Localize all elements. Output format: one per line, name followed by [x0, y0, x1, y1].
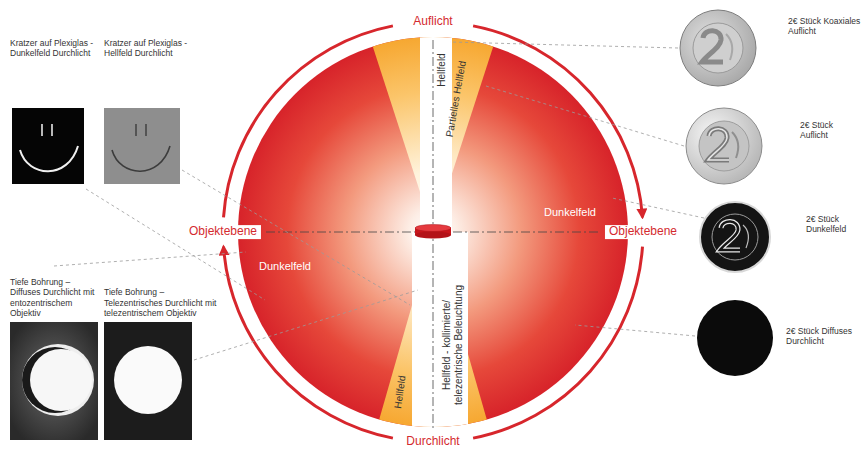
scratch-eye [51, 124, 53, 136]
bore-light [114, 346, 182, 414]
coin-ring [700, 202, 770, 272]
photo-ground [12, 108, 84, 184]
image-panel: 2€ Stück Koaxiales Auflicht [678, 8, 864, 88]
image-panel: 2€ Stück Dunkelfeld [698, 200, 864, 274]
scratch-brightfield-image [104, 108, 180, 184]
object-sample [415, 225, 451, 239]
ring-arc [473, 247, 642, 438]
coin-silhouette [697, 300, 773, 376]
image-caption: 2€ Stück Koaxiales Auflicht [788, 16, 862, 36]
image-panel: Kratzer auf Plexiglas - Hellfeld Durchli… [102, 36, 202, 186]
object-bottom [415, 232, 451, 239]
leader-line [486, 86, 684, 146]
coin-ring [680, 10, 756, 86]
coin-coaxial [680, 10, 756, 86]
leader-line [450, 42, 678, 48]
ring-arc [224, 26, 393, 217]
coin-core [712, 214, 758, 260]
leader-line [54, 252, 246, 266]
light-circle [238, 0, 628, 455]
coin-numeral [702, 31, 723, 62]
object-plane-label: Objektebene [605, 225, 681, 239]
coin-diffuse [697, 300, 773, 376]
scratch-mouth [112, 146, 170, 171]
image-caption: 2€ Stück Dunkelfeld [806, 214, 862, 234]
photo-ground [10, 322, 98, 440]
leader-line [182, 170, 410, 305]
leader-line [612, 198, 704, 218]
leader-line [86, 189, 265, 300]
ring-arrow [473, 26, 642, 217]
image-caption: Kratzer auf Plexiglas - Dunkelfeld Durch… [10, 38, 102, 58]
coin-highlight [708, 129, 729, 160]
illumination-side-label: Auflicht [409, 15, 456, 29]
image-panel: Kratzer auf Plexiglas - Dunkelfeld Durch… [8, 36, 104, 186]
object-top [415, 225, 451, 232]
leader-lines [54, 42, 704, 360]
image-caption: Tiefe Bohrung – Telezentrisches Durchlic… [104, 287, 222, 318]
photo-ground [104, 108, 180, 184]
coin-relief [743, 225, 748, 248]
leader-line [575, 325, 695, 336]
image-panel: Tiefe Bohrung – Diffuses Durchlicht mit … [8, 275, 104, 442]
scratch-eye [41, 124, 43, 136]
bore-opening [22, 344, 94, 416]
image-caption: 2€ Stück Diffuses Durchlicht [786, 326, 862, 346]
coin-ring [686, 108, 762, 184]
zone-label: Dunkelfeld [544, 206, 596, 219]
scratch-eye [145, 124, 146, 136]
coin-incident [686, 108, 762, 184]
photo-ground [104, 322, 192, 440]
coin-relief [726, 34, 732, 60]
coin-numeral-inner [720, 221, 740, 250]
illumination-circle [238, 37, 628, 427]
axis-lines [266, 40, 600, 428]
zone-label: Dunkelfeld [259, 260, 311, 273]
image-caption: 2€ Stück Auflicht [800, 120, 862, 140]
bore-light [30, 349, 92, 411]
bore-diffuse-image [10, 322, 98, 440]
coin-relief [732, 132, 738, 158]
scratch-darkfield-image [12, 108, 84, 184]
image-caption: Kratzer auf Plexiglas - Hellfeld Durchli… [104, 38, 200, 58]
image-panel: 2€ Stück Auflicht [684, 106, 864, 186]
coin-core [693, 23, 743, 73]
bore-telecentric-image [104, 322, 192, 440]
zone-label: Hellfeld [436, 53, 448, 86]
telecentric-strip [412, 232, 468, 455]
scratch-mouth [20, 146, 78, 171]
ring-arrow [224, 247, 393, 438]
coin-core [699, 121, 749, 171]
leader-line [194, 290, 418, 360]
coin-numeral [708, 129, 729, 160]
image-panel: 2€ Stück Diffuses Durchlicht [695, 298, 864, 378]
zone-label: Hellfeld - kollimierte/ telezentrische B… [441, 273, 464, 418]
object-plane-label: Objektebene [185, 225, 261, 239]
illumination-side-label: Durchlicht [402, 435, 463, 449]
scratch-eye [135, 124, 136, 136]
image-caption: Tiefe Bohrung – Diffuses Durchlicht mit … [10, 277, 102, 318]
coin-darkfield [700, 202, 770, 272]
coin-numeral [720, 221, 740, 250]
image-panel: Tiefe Bohrung – Telezentrisches Durchlic… [102, 285, 224, 442]
